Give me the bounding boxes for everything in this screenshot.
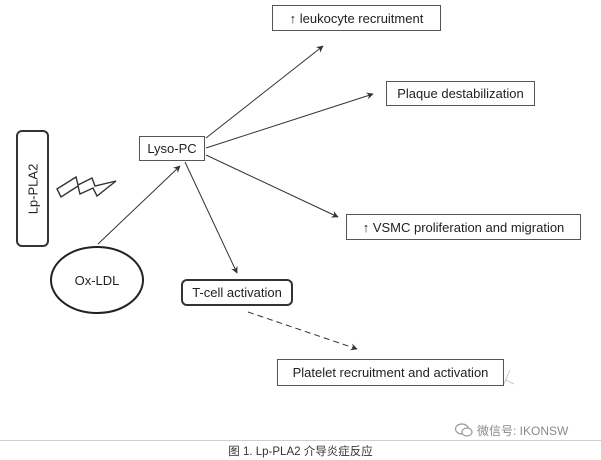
ox-ldl-label: Ox-LDL bbox=[60, 267, 134, 293]
arrow-lysopc-to-plaque bbox=[205, 92, 374, 149]
arrow-lysopc-to-vsmc bbox=[205, 154, 339, 218]
vsmc-proliferation-box: ↑ VSMC proliferation and migration bbox=[346, 214, 581, 240]
plaque-destabilization-box: Plaque destabilization bbox=[386, 81, 535, 106]
sketch-mark bbox=[502, 369, 515, 387]
lp-pla2-label: Lp-PLA2 bbox=[25, 163, 40, 214]
arrow-lysopc-to-tcell bbox=[184, 161, 238, 274]
arrow-tcell-to-platelet-dashed bbox=[247, 311, 358, 351]
platelet-recruitment-box: Platelet recruitment and activation bbox=[277, 359, 504, 386]
wechat-icon bbox=[455, 423, 473, 437]
figure-caption: 图 1. Lp-PLA2 介导炎症反应 bbox=[228, 445, 373, 458]
lp-pla2-box: Lp-PLA2 bbox=[16, 130, 49, 247]
watermark-text: 微信号: IKONSW bbox=[477, 423, 569, 438]
arrow-oxldl-to-lysopc bbox=[97, 165, 181, 245]
arrow-lysopc-to-leukocyte bbox=[205, 45, 324, 139]
lightning-bolt-icon bbox=[56, 175, 117, 199]
leukocyte-recruitment-box: ↑ leukocyte recruitment bbox=[272, 5, 441, 31]
lyso-pc-box: Lyso-PC bbox=[139, 136, 205, 161]
tcell-activation-box: T-cell activation bbox=[181, 279, 293, 306]
diagram-canvas: Lp-PLA2 Ox-LDL Lyso-PC ↑ leukocyte recru… bbox=[0, 5, 601, 441]
wechat-watermark: 微信号: IKONSW bbox=[455, 421, 568, 439]
